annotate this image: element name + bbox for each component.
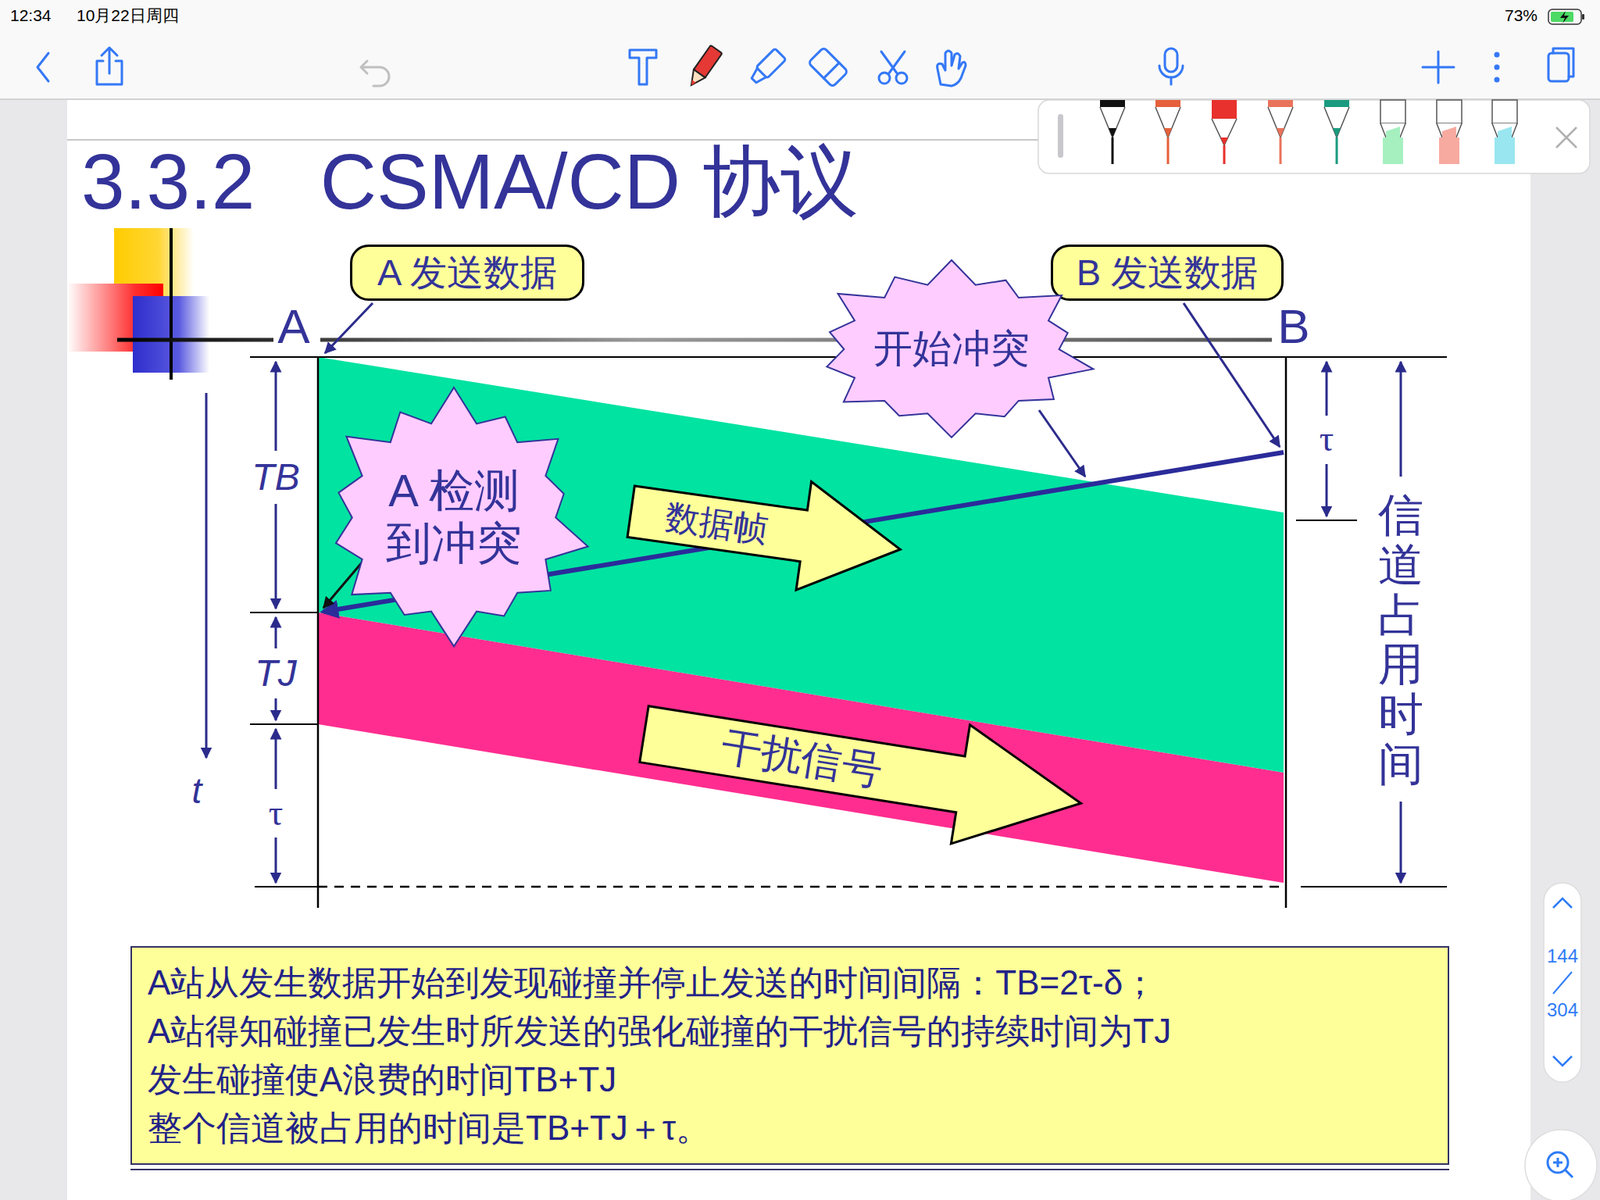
battery-percent: 73%: [1504, 6, 1538, 25]
note-line: 发生碰撞使A浪费的时间TB+TJ: [147, 1055, 617, 1104]
status-time: 12:34: [10, 6, 52, 25]
tick-line: [250, 611, 318, 614]
starburst-outline: [335, 387, 589, 647]
page-up: [1553, 898, 1572, 908]
highlighter-pink: [1436, 100, 1462, 165]
undo-icon: [360, 60, 390, 86]
station-a-axis: [317, 357, 320, 908]
dimension-arrow: [275, 503, 278, 609]
page-slash: [1553, 971, 1572, 994]
note-line: A站得知碰撞已发生时所发送的强化碰撞的干扰信号的持续时间为TJ: [147, 1007, 1172, 1056]
station-label: A: [277, 298, 310, 354]
leader-arrow: [1183, 303, 1280, 447]
pencil-orange: [1155, 100, 1181, 165]
starburst-callout: A 检测 到冲突: [316, 387, 592, 648]
toolbar-ground: [0, 0, 1600, 100]
leader-arrow: [1039, 410, 1086, 477]
tick-line: [1300, 885, 1447, 888]
highlighter-icon: [748, 48, 786, 86]
highlighter-cyan: [1492, 100, 1518, 165]
more-icon: [1494, 52, 1500, 83]
axis-label: t: [192, 770, 203, 812]
tick-line: [1296, 519, 1358, 522]
pencil-black: [1100, 100, 1125, 165]
palette-divider: [1057, 114, 1064, 158]
pencil-red-selected: [1211, 100, 1237, 165]
dimension-label: τ: [268, 792, 284, 835]
station-b-axis: [1285, 357, 1288, 908]
slide-page: [67, 100, 1531, 1200]
pen-tool-icon: [685, 45, 723, 90]
eraser-icon: [808, 47, 849, 88]
battery-nub: [1582, 14, 1585, 20]
pencil-salmon: [1267, 100, 1293, 165]
shape-text: B 发送数据: [1076, 251, 1258, 294]
tick-line: [254, 885, 318, 888]
dimension-arrow: [275, 617, 278, 649]
microphone-icon: [1159, 48, 1183, 85]
dimension-arrow: [275, 698, 278, 721]
page-number: 144: [1546, 945, 1579, 968]
starburst-outline: [826, 260, 1093, 438]
charging-bolt: [1560, 10, 1569, 24]
page-navigator: [1543, 882, 1582, 1083]
note-outline: [131, 946, 1449, 1165]
dimension-label: TB: [251, 455, 300, 499]
battery-icon: [1548, 9, 1582, 25]
back-icon: [37, 53, 49, 82]
callout-box: B 发送数据: [1050, 244, 1284, 301]
hand-icon: [937, 50, 966, 86]
dimension-label: τ: [1319, 418, 1335, 461]
callout-box: A 发送数据: [350, 244, 585, 301]
zoom-icon: [1547, 1152, 1573, 1178]
dimension-label: TJ: [254, 651, 297, 695]
starburst-callout: 开始冲突: [806, 260, 1097, 439]
arrow-outline: [623, 457, 908, 604]
decor-line: [169, 228, 173, 380]
dimension-arrow: [275, 361, 278, 451]
bus-line: [320, 338, 1272, 343]
page-count: 304: [1546, 999, 1579, 1022]
bus-line: [117, 338, 274, 343]
note-box: A站从发生数据开始到发现碰撞并停止发送的时间间隔：TB=2τ-δ；A站得知碰撞已…: [130, 946, 1450, 1165]
vertical-dimension-label: 信道占用时间: [1378, 489, 1424, 790]
status-date: 10月22日周四: [76, 6, 179, 25]
tick-line: [250, 723, 318, 725]
share-icon: [96, 47, 122, 85]
zoom-button: [1525, 1129, 1597, 1200]
note-line: A站从发生数据开始到发现碰撞并停止发送的时间间隔：TB=2τ-δ；: [147, 958, 1158, 1008]
shape-text: A 检测 到冲突: [375, 464, 533, 569]
dimension-arrow: [1400, 801, 1403, 883]
shape-text: A 发送数据: [377, 251, 558, 294]
page-down: [1553, 1056, 1572, 1066]
end-line: [317, 885, 1286, 889]
dimension-arrow: [1325, 464, 1329, 517]
station-label: B: [1277, 298, 1310, 354]
lasso-icon: [878, 51, 908, 84]
leader-arrow: [325, 303, 373, 354]
dimension-arrow: [275, 728, 278, 790]
dimension-arrow: [275, 837, 278, 883]
note-line: 整个信道被占用的时间是TB+TJ＋τ。: [147, 1103, 711, 1153]
time-axis: [205, 392, 208, 758]
arrow-outline: [634, 675, 1090, 864]
dimension-arrow: [1400, 361, 1403, 477]
shape-text: 开始冲突: [873, 326, 1030, 372]
text-tool-icon: [629, 50, 657, 85]
pencil-teal: [1324, 100, 1350, 165]
highlighter-green: [1380, 100, 1406, 165]
palette-close: [1556, 127, 1577, 148]
note-underline: [130, 1168, 1450, 1171]
add-icon: [1422, 51, 1454, 83]
callout-outline: [351, 246, 584, 300]
slide-title: 3.3.2 CSMA/CD 协议: [81, 140, 859, 222]
pages-icon: [1548, 48, 1574, 82]
dimension-arrow: [1325, 361, 1329, 416]
pen-palette: [1038, 100, 1590, 174]
callout-outline: [1052, 246, 1283, 300]
jam-signal-band: [317, 612, 1284, 883]
